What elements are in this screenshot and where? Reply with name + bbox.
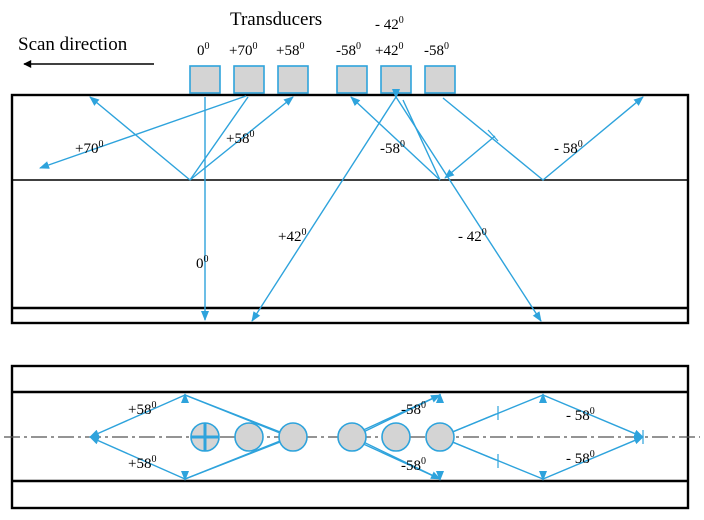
- side-view-labels: +700 +580 -580 - 580 +420 00 - 420: [75, 129, 583, 272]
- ray-minus58-b-return: [444, 135, 496, 179]
- transducer-plus70: [233, 65, 265, 94]
- top-label-plus58-upper: +580: [128, 400, 156, 418]
- transducer-angle-plus42: +420: [375, 41, 403, 59]
- top-transducer-plus58: [278, 422, 308, 452]
- top-ray-minus58-b-upper: [439, 394, 644, 438]
- transducer-minus58-a: [336, 65, 368, 94]
- ray-plus42: [251, 96, 397, 322]
- ray-minus58-b-tick: [487, 129, 499, 142]
- ray-plus58-reflect-left: [89, 96, 191, 181]
- top-transducer-minus58-a: [337, 422, 367, 452]
- side-label-plus42: +420: [278, 227, 306, 245]
- transducer-angle-labels: 00 +700 +580 -580 - 420 +420 -580: [197, 15, 449, 59]
- ray-minus42: [395, 96, 542, 322]
- top-view-rail: [4, 364, 700, 510]
- top-ray-plus58-lower: [89, 436, 294, 480]
- top-view-labels: +580 +580 -580 -580 - 580 - 580: [128, 400, 595, 474]
- top-label-plus58-lower: +580: [128, 454, 156, 472]
- side-label-plus70: +700: [75, 139, 103, 157]
- top-transducer-plus70: [234, 422, 264, 452]
- top-label-minus58-lower: -580: [401, 456, 426, 474]
- top-ray-plus58-lower-return: [184, 436, 291, 480]
- transducer-plus58: [277, 65, 309, 94]
- transducer-angle-plus70: +700: [229, 41, 257, 59]
- rail-side-outline: [10, 93, 690, 325]
- transducer-0: [189, 65, 221, 94]
- ray-plus58-incident: [189, 96, 249, 181]
- ray-plus58-reflect-right: [189, 96, 294, 181]
- transducer-angle-minus58-a: -580: [336, 41, 361, 59]
- transducer-angle-plus58: +580: [276, 41, 304, 59]
- side-label-plus58: +580: [226, 129, 254, 147]
- top-label-minus58-right-upper: - 580: [566, 406, 595, 424]
- transducer-minus58-b: [424, 65, 456, 94]
- transducer-plus42-minus42: [380, 65, 412, 94]
- top-transducer-plus42-minus42: [381, 422, 411, 452]
- transducer-angle-minus58-b: -580: [424, 41, 449, 59]
- top-ray-minus58-b-lower: [439, 436, 644, 480]
- top-ray-plus58-upper-return: [184, 394, 291, 438]
- top-view-rays: [89, 393, 644, 481]
- transducer-angle-0: 00: [197, 41, 210, 59]
- top-label-minus58-right-lower: - 580: [566, 449, 595, 467]
- top-view-transducers: [190, 422, 455, 452]
- ray-minus58-b-path: [442, 96, 644, 181]
- side-label-minus58-right: - 580: [554, 139, 583, 157]
- scan-direction-label: Scan direction: [18, 34, 128, 55]
- transducer-array: [189, 65, 456, 94]
- top-ray-plus58-upper: [89, 394, 294, 438]
- top-transducer-minus58-b: [425, 422, 455, 452]
- ray-minus58-a-reflect: [350, 96, 441, 181]
- side-label-minus58: -580: [380, 139, 405, 157]
- ray-plus70: [39, 95, 247, 169]
- side-view-rays: [39, 89, 644, 322]
- transducer-angle-minus42: - 420: [375, 15, 404, 33]
- transducers-title: Transducers: [230, 9, 322, 30]
- side-label-minus42: - 420: [458, 227, 487, 245]
- side-view-rail: [10, 93, 690, 325]
- top-label-minus58-upper: -580: [401, 400, 426, 418]
- side-label-zero: 00: [196, 254, 209, 272]
- ray-minus58-a-incident: [402, 99, 441, 181]
